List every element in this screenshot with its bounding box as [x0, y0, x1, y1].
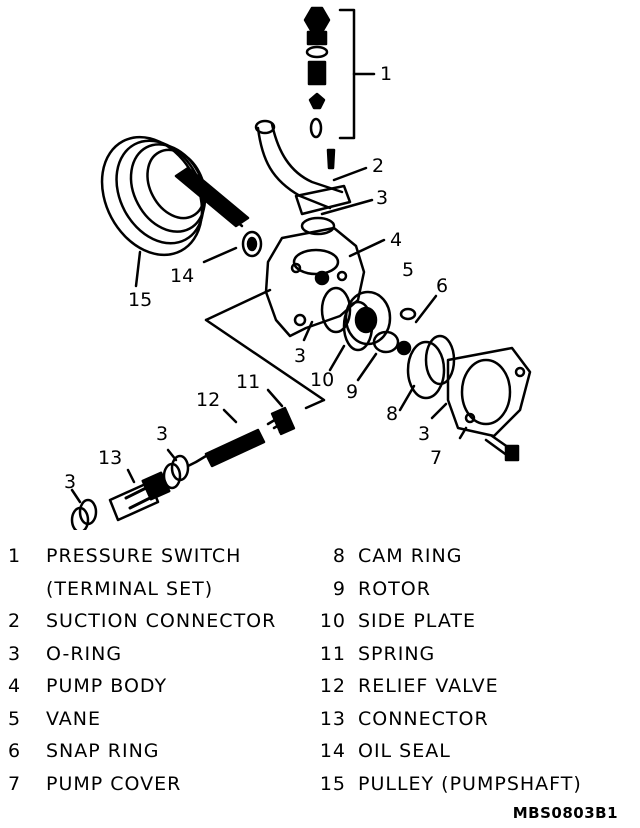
callout-12: 12	[196, 389, 220, 411]
legend-number: 3	[8, 642, 22, 665]
callout-10: 10	[310, 369, 334, 391]
callout-3: 3	[376, 187, 388, 209]
relief-valve-part	[186, 406, 296, 468]
callout-2: 2	[372, 155, 384, 177]
legend-number: 13	[319, 707, 346, 730]
pump-cover-part	[446, 346, 532, 462]
legend-number: 2	[8, 610, 22, 632]
legend-number: 9	[332, 577, 346, 600]
legend-label: PUMP BODY	[46, 675, 168, 697]
legend-label: SNAP RING	[46, 740, 160, 762]
legend-label: PUMP COVER	[46, 772, 182, 795]
suction-connector-part	[254, 119, 352, 216]
legend-number: 4	[8, 675, 22, 697]
callout-14: 14	[170, 265, 194, 287]
legend-label: CAM RING	[358, 545, 463, 567]
legend-row: 4 PUMP BODY	[8, 670, 308, 703]
callout-3d: 3	[156, 423, 168, 445]
legend-label: (TERMINAL SET)	[46, 577, 214, 600]
legend-left-column: 1 PRESSURE SWITCH (TERMINAL SET) 2 SUCTION…	[8, 540, 308, 800]
legend-number: 15	[319, 772, 346, 795]
legend-row: 10 SIDE PLATE	[306, 605, 636, 638]
legend-number: 11	[319, 642, 346, 665]
oil-seal-part	[241, 230, 263, 258]
callout-3c: 3	[418, 423, 430, 445]
legend-label: O-RING	[46, 642, 123, 665]
exploded-diagram: 1 2 3 4 5 6 3 10 9 8 3 7 11 12 3 13 3 14…	[64, 6, 532, 530]
legend-number: 6	[8, 740, 22, 762]
vane-part	[399, 307, 417, 321]
legend-right-column: 8 CAM RING 9 ROTOR 10 SIDE PLATE 11 SPRING 1…	[306, 540, 636, 800]
legend-row: 8 CAM RING	[306, 540, 636, 573]
legend-number: 8	[332, 545, 346, 567]
callout-7: 7	[430, 447, 442, 469]
legend-number: 1	[8, 545, 22, 567]
legend-row: 12 RELIEF VALVE	[306, 670, 636, 703]
legend-row: (TERMINAL SET)	[8, 573, 308, 606]
rotor-assembly-part	[320, 286, 412, 356]
legend-label: CONNECTOR	[358, 707, 489, 730]
legend-number: 5	[8, 707, 22, 730]
pulley-part	[100, 135, 250, 257]
connector-part	[108, 471, 171, 522]
legend-label: OIL SEAL	[358, 740, 451, 762]
legend-row: 7 PUMP COVER	[8, 768, 308, 801]
legend-label: SUCTION CONNECTOR	[46, 610, 277, 632]
legend-label: SIDE PLATE	[358, 610, 476, 632]
pressure-switch-part	[303, 6, 331, 139]
legend-number: 7	[8, 772, 22, 795]
o-ring-part	[300, 216, 336, 236]
parts-legend: 1 PRESSURE SWITCH (TERMINAL SET) 2 SUCTION…	[0, 540, 640, 802]
legend-row: 6 SNAP RING	[8, 735, 308, 768]
legend-row: 13 CONNECTOR	[306, 703, 636, 736]
callout-9: 9	[346, 381, 358, 403]
legend-label: RELIEF VALVE	[358, 675, 499, 697]
legend-label: SPRING	[358, 642, 436, 665]
legend-row: 1 PRESSURE SWITCH	[8, 540, 308, 573]
legend-row: 2 SUCTION CONNECTOR	[8, 605, 308, 638]
legend-label: ROTOR	[358, 577, 431, 600]
legend-row: 9 ROTOR	[306, 573, 636, 606]
callout-6: 6	[436, 275, 448, 297]
cam-ring-part	[406, 340, 446, 400]
legend-number: 10	[319, 610, 346, 632]
legend-row: 5 VANE	[8, 703, 308, 736]
callout-4: 4	[390, 229, 402, 251]
legend-label: PULLEY (PUMPSHAFT)	[358, 772, 582, 795]
callout-8: 8	[386, 403, 398, 425]
legend-label: VANE	[46, 707, 101, 730]
legend-row: 14 OIL SEAL	[306, 735, 636, 768]
legend-row: 3 O-RING	[8, 638, 308, 671]
legend-label: PRESSURE SWITCH	[46, 545, 242, 567]
callout-13: 13	[98, 447, 122, 469]
callout-3e: 3	[64, 471, 76, 493]
callout-5: 5	[402, 259, 414, 281]
legend-row: 11 SPRING	[306, 638, 636, 671]
callout-11: 11	[236, 371, 260, 393]
legend-row: 15 PULLEY (PUMPSHAFT)	[306, 768, 636, 801]
legend-number: 12	[319, 675, 346, 697]
callout-1: 1	[380, 63, 392, 85]
legend-number: 14	[319, 740, 346, 762]
figure-code: MBS0803B1	[512, 804, 618, 822]
callout-3b: 3	[294, 345, 306, 367]
callout-15: 15	[128, 289, 152, 311]
